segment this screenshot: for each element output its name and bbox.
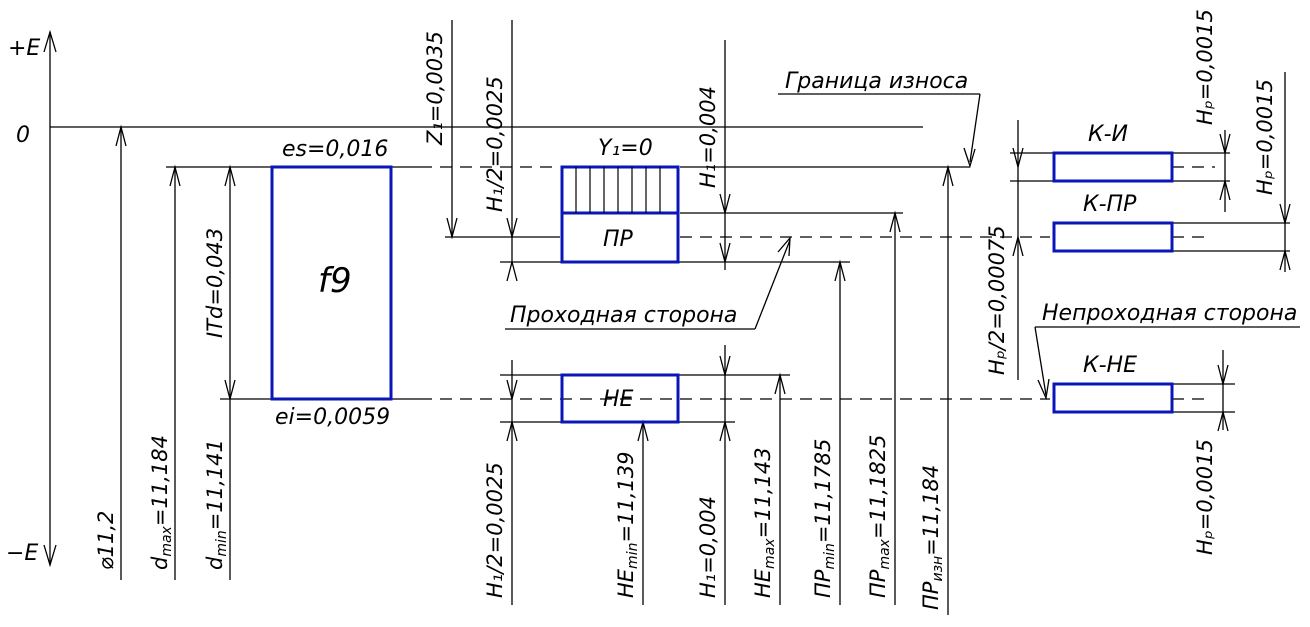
axis-minus-label: −E — [6, 541, 38, 566]
go-side-label: Проходная сторона — [510, 303, 737, 328]
ei-label: ei=0,0059 — [275, 405, 390, 430]
zero-label: 0 — [16, 123, 30, 148]
k-i-label: К-И — [1088, 122, 1128, 147]
y1-label: Y₁=0 — [598, 136, 653, 161]
hp-top1-label: Hₚ=0,0015 — [1193, 9, 1217, 125]
axis-plus-label: +E — [8, 36, 40, 61]
h1-top-label: H₁=0,004 — [696, 86, 720, 188]
k-ne-zone — [1052, 382, 1174, 414]
itd-label: ITd=0,043 — [203, 228, 227, 338]
ne-min-label: НЕmin=11,139 — [614, 451, 641, 598]
h1-bottom-label: H₁=0,004 — [696, 496, 720, 598]
wear-limit-leader — [969, 93, 981, 163]
pr-zone-label: ПР — [603, 227, 634, 252]
hp-top2-label: Hₚ=0,0015 — [1253, 79, 1277, 195]
shaft-zone-label: f9 — [318, 261, 352, 301]
go-side-leader — [754, 239, 791, 330]
ne-zone-label: НЕ — [603, 387, 634, 412]
h1-half-top-label: H₁/2=0,0025 — [483, 76, 507, 212]
nogo-side-label: Непроходная сторона — [1042, 301, 1297, 326]
pr-izn-label: ПРизн=11,184 — [919, 465, 946, 610]
d-max-label: dmax=11,184 — [148, 435, 175, 570]
wear-limit-label: Граница износа — [785, 69, 968, 94]
axis-arrow-down — [43, 544, 57, 568]
k-pr-zone — [1052, 221, 1174, 253]
shaft-tolerance-zone — [270, 165, 393, 401]
pr-min-label: ПРmin=11,1785 — [811, 439, 838, 598]
hp-bottom-label: Hₚ=0,0015 — [1193, 439, 1217, 555]
k-ne-label: К-НЕ — [1083, 353, 1137, 378]
pr-max-label: ПРmax=11,1825 — [866, 435, 893, 598]
ne-gauge-zone — [560, 373, 680, 424]
hp-half-label: Hₚ/2=0,00075 — [985, 225, 1009, 375]
es-label: es=0,016 — [282, 137, 388, 162]
wear-hatching — [575, 167, 661, 213]
axis-arrow-up — [43, 29, 57, 53]
d-nom-label: ⌀11,2 — [94, 511, 118, 570]
ne-max-label: НЕmax=11,143 — [751, 447, 778, 598]
k-i-zone — [1052, 151, 1174, 183]
nogo-side-leader — [1034, 326, 1047, 396]
z1-label: Z₁=0,0035 — [423, 31, 447, 146]
d-min-label: dmin=11,141 — [203, 439, 230, 570]
h1-half-bottom-label: H₁/2=0,0025 — [483, 462, 507, 598]
k-pr-label: К-ПР — [1083, 192, 1137, 217]
